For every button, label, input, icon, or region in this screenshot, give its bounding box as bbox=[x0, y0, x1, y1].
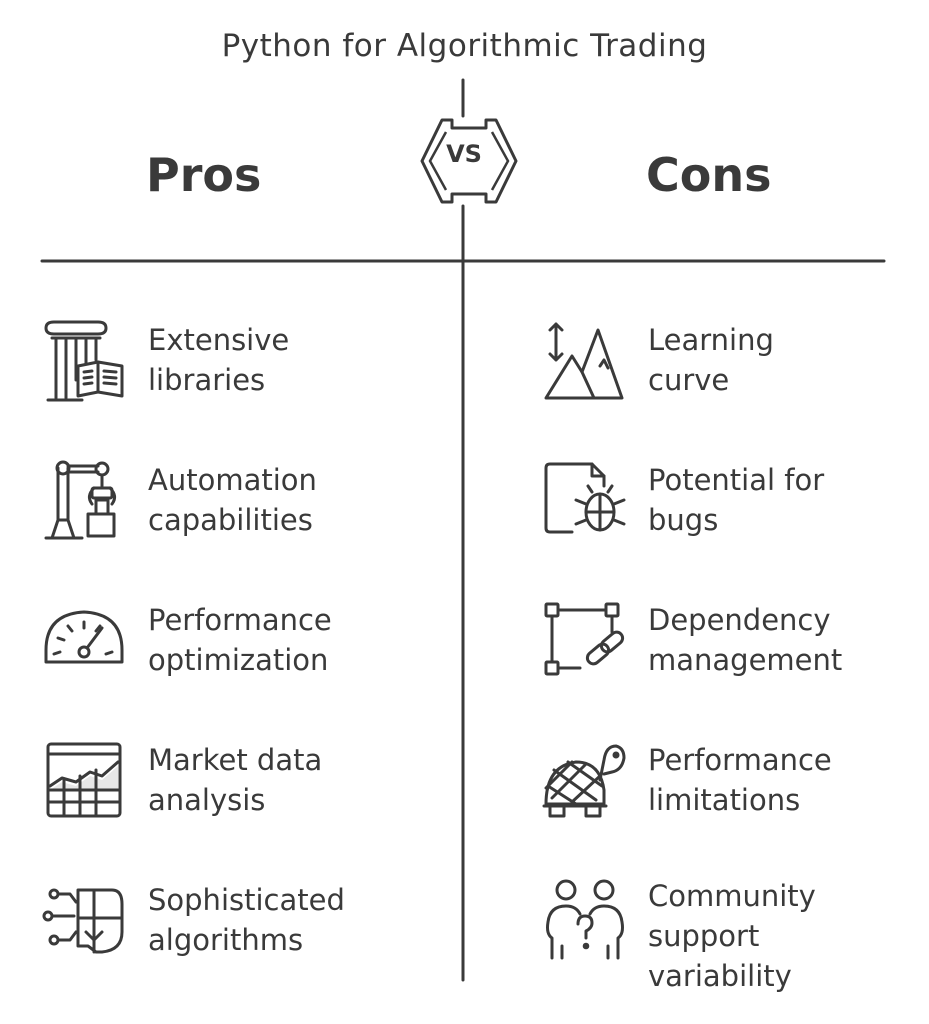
cons-item-performance-limitations: Performance limitations bbox=[542, 740, 888, 824]
cons-item-community: Community support variability bbox=[542, 876, 888, 996]
cons-heading: Cons bbox=[646, 148, 772, 202]
pros-item-algorithms: Sophisticated algorithms bbox=[42, 880, 388, 964]
turtle-icon bbox=[542, 744, 626, 818]
people-question-icon bbox=[546, 879, 624, 960]
vs-badge-icon bbox=[420, 118, 518, 204]
pros-item-label: Sophisticated algorithms bbox=[148, 883, 345, 957]
pros-item-label: Automation capabilities bbox=[148, 463, 317, 537]
pros-item-label: Market data analysis bbox=[148, 743, 323, 817]
title: Python for Algorithmic Trading bbox=[221, 28, 708, 64]
cons-item-label: Potential for bugs bbox=[648, 463, 825, 537]
pros-item-performance: Performance optimization bbox=[42, 600, 388, 684]
speedometer-icon bbox=[44, 610, 124, 664]
cons-item-learning-curve: Learning curve bbox=[542, 320, 888, 404]
cons-item-bugs: Potential for bugs bbox=[542, 460, 888, 544]
pros-item-automation: Automation capabilities bbox=[42, 460, 388, 544]
pros-item-label: Performance optimization bbox=[148, 603, 332, 677]
pros-item-label: Extensive libraries bbox=[148, 323, 290, 397]
mountain-arrow-icon bbox=[544, 322, 624, 400]
library-column-book-icon bbox=[44, 320, 124, 402]
pros-item-libraries: Extensive libraries bbox=[42, 320, 388, 404]
robot-arm-icon bbox=[44, 460, 117, 540]
bug-document-icon bbox=[544, 462, 626, 534]
cons-item-label: Performance limitations bbox=[648, 743, 832, 817]
vs-label: VS bbox=[446, 140, 482, 168]
circuit-brain-icon bbox=[42, 888, 124, 954]
chart-grid-icon bbox=[46, 742, 122, 818]
pros-heading: Pros bbox=[146, 148, 262, 202]
cons-item-label: Community support variability bbox=[648, 879, 816, 993]
link-nodes-icon bbox=[544, 602, 625, 676]
cons-item-dependency: Dependency management bbox=[542, 600, 888, 684]
cons-item-label: Learning curve bbox=[648, 323, 774, 397]
pros-item-market-data: Market data analysis bbox=[42, 740, 388, 824]
cons-item-label: Dependency management bbox=[648, 603, 843, 677]
